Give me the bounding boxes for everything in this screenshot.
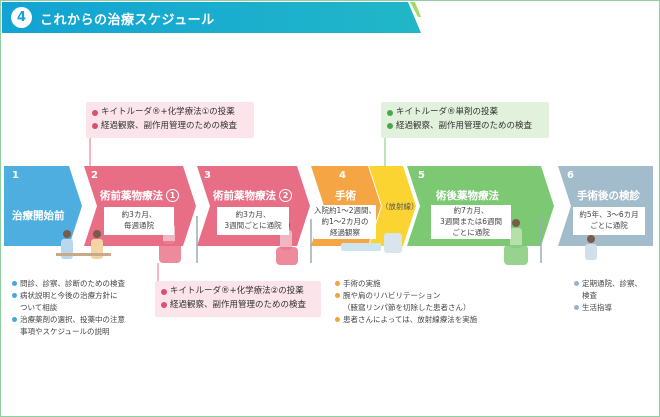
stage-title: 手術後の検診	[577, 190, 640, 202]
bullet-text: 検査	[582, 291, 597, 300]
bullet-dot-icon	[335, 317, 340, 322]
bullet-dot-icon	[12, 281, 17, 286]
bullet-dot-icon	[574, 305, 579, 310]
info-line: ごとに通院	[590, 221, 628, 230]
bullet-text: 問診、診察、診断のための検査	[20, 279, 125, 288]
stage-title: 術後薬物療法	[436, 190, 499, 202]
bullet-dot-icon	[92, 123, 98, 130]
bullet-dot-icon	[335, 293, 340, 298]
bullet-text: 定期通院、診察、	[582, 279, 642, 288]
bullet-text: 腕や肩のリハビリテーション	[343, 291, 441, 300]
info-line: 3週間または6週間	[439, 217, 503, 226]
info-line: 約3カ月、	[121, 210, 157, 219]
stage6-bullets: 定期通院、診察、 検査 生活指導	[574, 278, 642, 314]
note-line: 経過観察、副作用管理のための検査	[101, 120, 238, 131]
note-chemo2: キイトルーダ®+化学療法②の投薬 経過観察、副作用管理のための検査	[155, 281, 321, 317]
bullet-dot-icon	[12, 317, 17, 322]
bullet-dot-icon	[12, 293, 17, 298]
stage-title-text: 術前薬物療法	[213, 190, 276, 202]
bullet-text: （腋窩リンパ節を切除した患者さん）	[343, 303, 471, 312]
bullet-dot-icon	[335, 281, 340, 286]
bullet-dot-icon	[387, 123, 393, 130]
bullet-text: 治療薬剤の選択、投薬中の注意	[20, 315, 125, 324]
info-line: 毎週通院	[124, 221, 154, 230]
info-line: ごとに通院	[452, 228, 490, 237]
stage-number: 3	[204, 170, 211, 181]
bullet-text: 生活指導	[582, 303, 612, 312]
stage-info: 約3カ月、 毎週通院	[104, 207, 174, 235]
stage-number: 6	[567, 170, 574, 181]
stage-info: 入院約1～2週間、 約1～2カ月の 経過観察	[314, 205, 376, 239]
note-line: 経過観察、副作用管理のための検査	[396, 120, 533, 131]
note-line: キイトルーダ®+化学療法①の投薬	[101, 107, 235, 117]
stage-number: 4	[339, 170, 346, 181]
bullet-dot-icon	[161, 288, 167, 295]
bullet-text: 患者さんによっては、放射線療法を実施	[343, 315, 478, 324]
bullet-text: ついて相談	[20, 303, 58, 312]
bullet-text: 事項やスケジュールの説明	[20, 327, 110, 336]
stage-number: 5	[418, 170, 425, 181]
stage-circle-number: 1	[166, 189, 179, 202]
bullet-dot-icon	[161, 302, 167, 309]
stage-number: 1	[12, 170, 19, 181]
info-line: 約1～2カ月の	[321, 217, 369, 226]
info-line: 入院約1～2週間、	[314, 206, 377, 215]
info-line: 3週間ごとに通院	[224, 221, 282, 230]
note-monotherapy: キイトルーダ®単剤の投薬 経過観察、副作用管理のための検査	[381, 102, 549, 138]
header-banner-shape	[2, 2, 421, 33]
note-chemo1: キイトルーダ®+化学療法①の投薬 経過観察、副作用管理のための検査	[86, 102, 254, 138]
stage-info: 約5年、3～6カ月 ごとに通院	[573, 207, 645, 235]
stage-title-text: 術前薬物療法	[100, 190, 163, 202]
section-number-badge: 4	[11, 7, 32, 28]
stage-circle-number: 2	[279, 189, 292, 202]
stage-title: 治療開始前	[12, 210, 65, 222]
note-line: キイトルーダ®+化学療法②の投薬	[170, 286, 304, 296]
bullet-text: 手術の実施	[343, 279, 381, 288]
bullet-dot-icon	[574, 281, 579, 286]
info-line: 約5年、3～6カ月	[579, 210, 639, 219]
stage1-bullets: 問診、診察、診断のための検査 病状説明と今後の治療方針に ついて相談 治療薬剤の…	[12, 278, 125, 338]
section-title: これからの治療スケジュール	[40, 13, 215, 28]
stage-number: 2	[91, 170, 98, 181]
note-line: キイトルーダ®単剤の投薬	[396, 107, 499, 117]
radiation-label: （放射線）	[381, 202, 419, 211]
bullet-dot-icon	[387, 109, 393, 116]
stage4-bullets: 手術の実施 腕や肩のリハビリテーション （腋窩リンパ節を切除した患者さん） 患者…	[335, 278, 477, 326]
info-line: 経過観察	[330, 228, 360, 237]
stage-info: 約3カ月、 3週間ごとに通院	[217, 207, 289, 235]
info-line: 約7カ月、	[453, 206, 489, 215]
note-line: 経過観察、副作用管理のための検査	[170, 299, 307, 310]
bullet-text: 病状説明と今後の治療方針に	[20, 291, 118, 300]
stage-title: 手術	[335, 190, 356, 202]
stage-info: 約7カ月、 3週間または6週間 ごとに通院	[431, 205, 511, 239]
section-header: 4 これからの治療スケジュール	[2, 2, 421, 33]
bullet-dot-icon	[92, 109, 98, 116]
info-line: 約3カ月、	[235, 210, 271, 219]
